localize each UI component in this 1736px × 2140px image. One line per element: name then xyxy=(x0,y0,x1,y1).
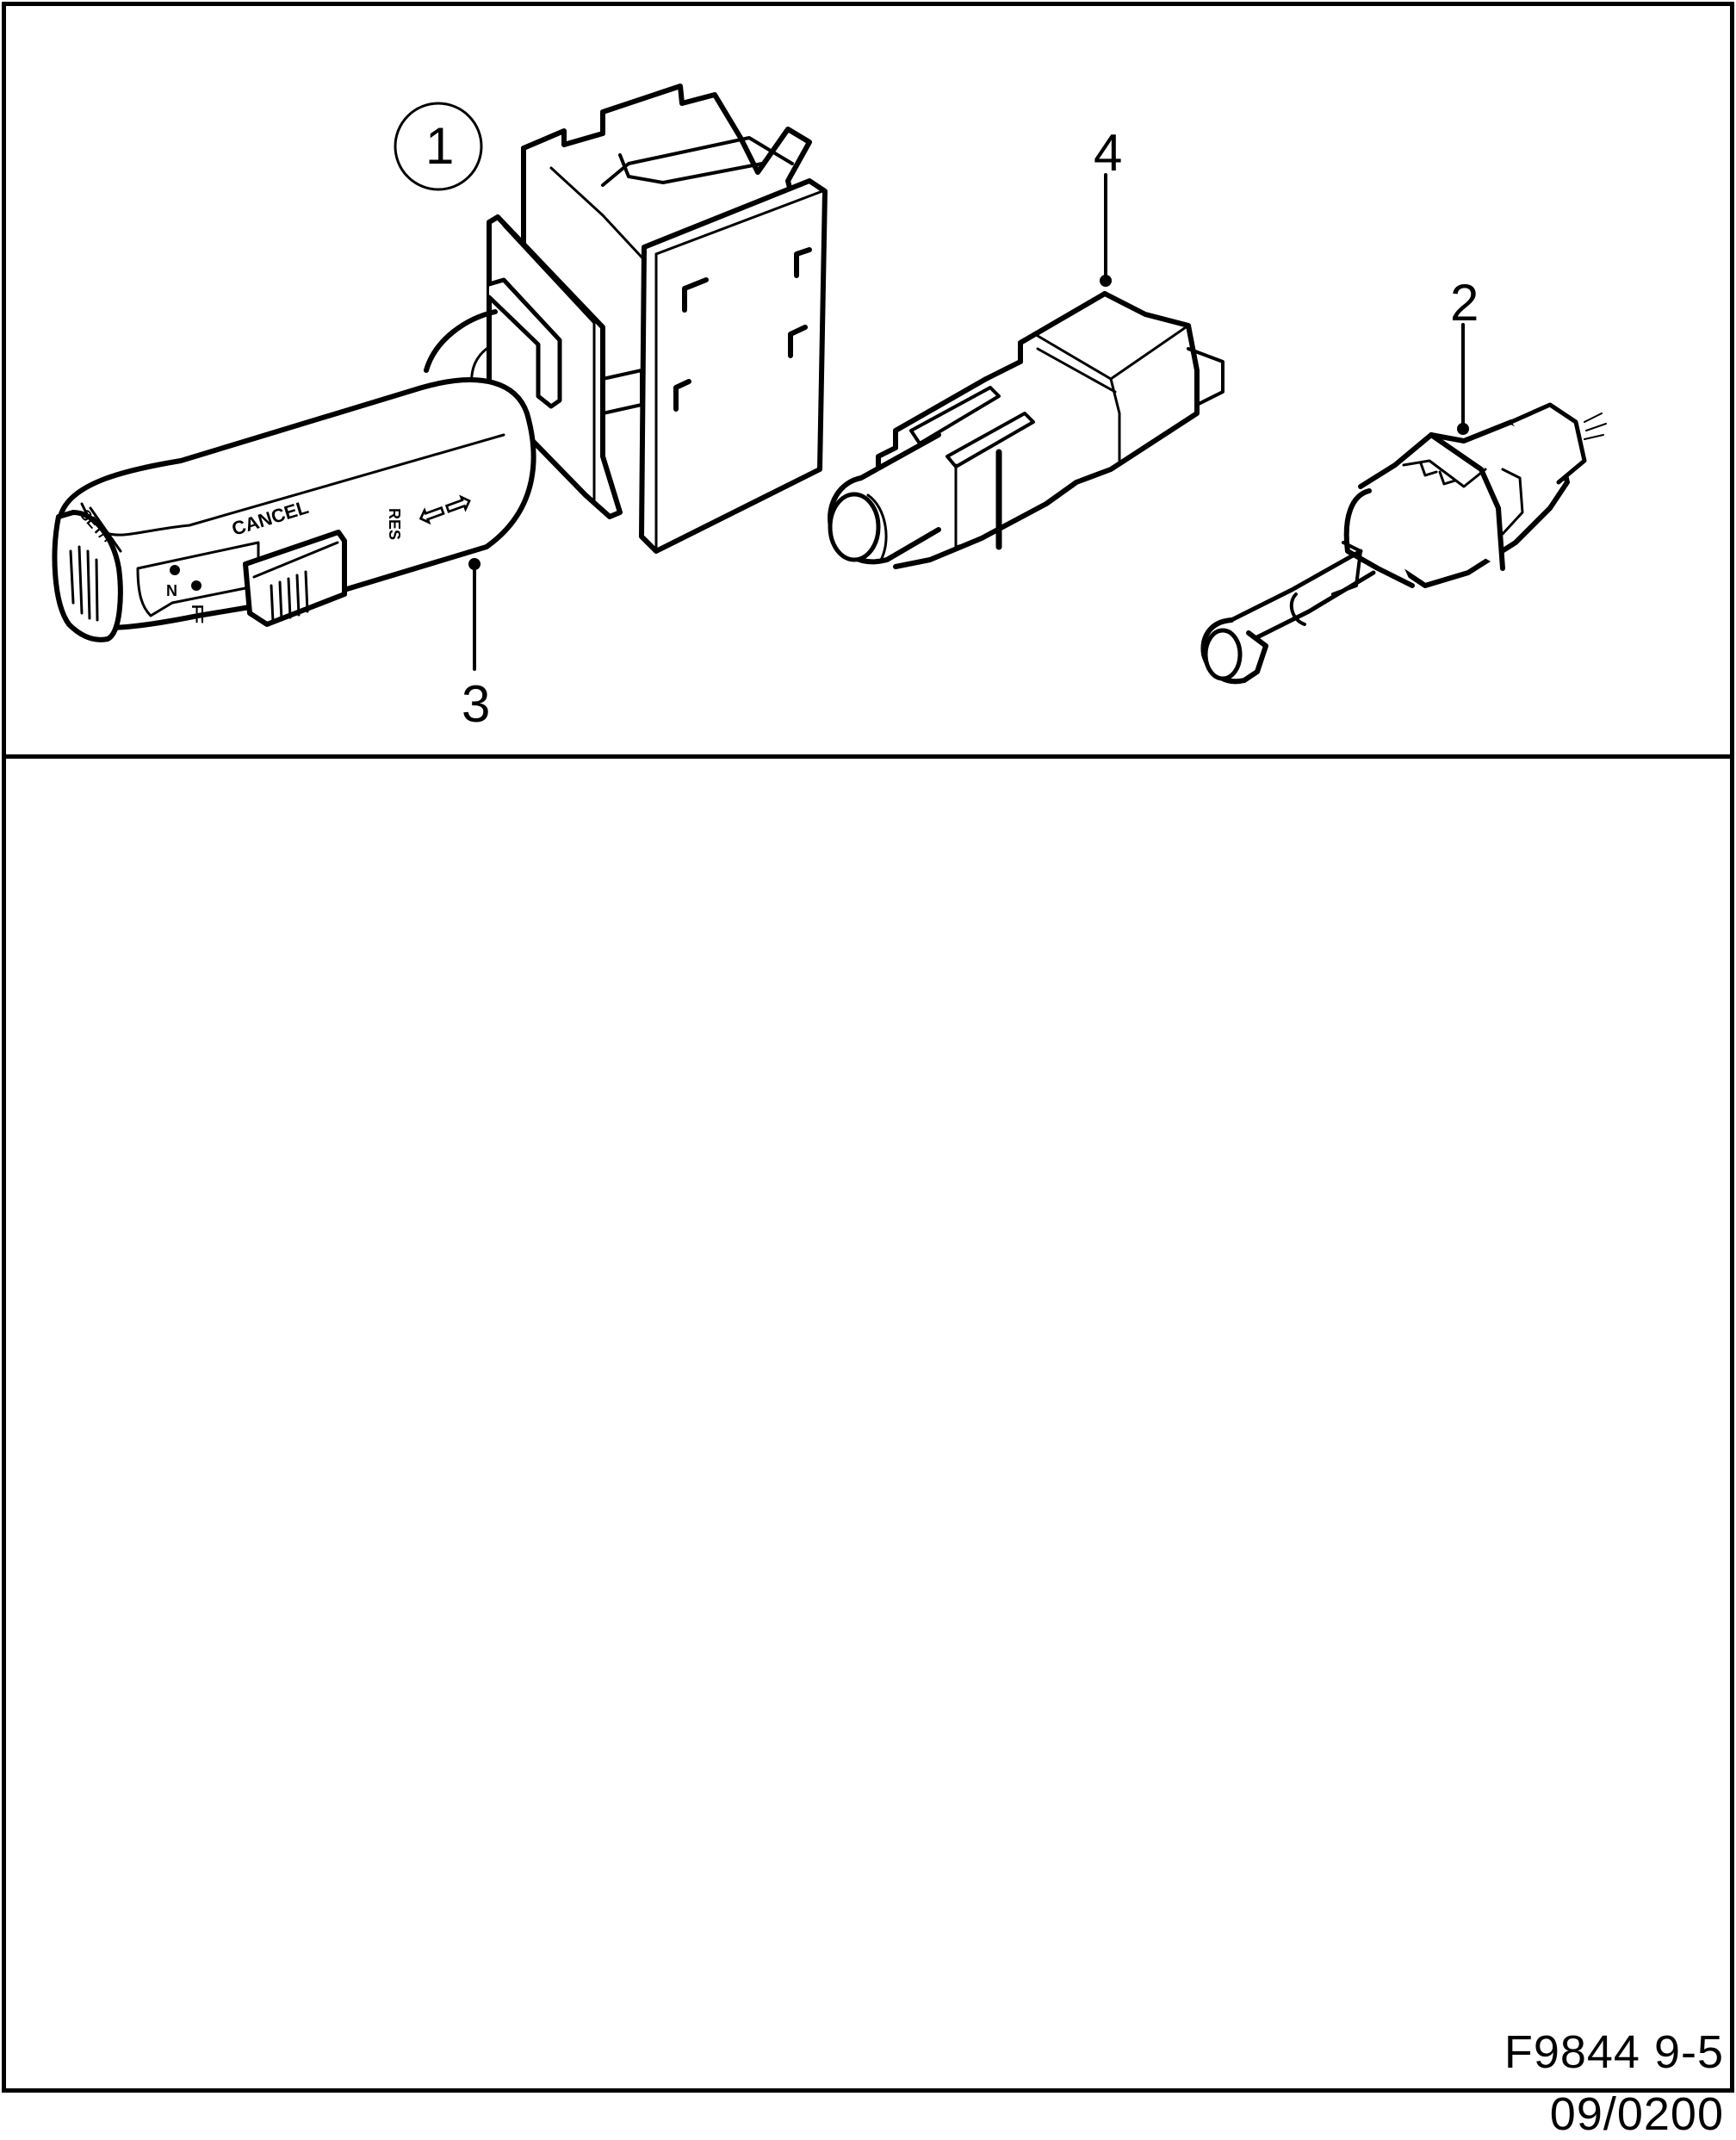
cruise-stalk: SET/+ CANCEL N FF RES ⇦⇨ xyxy=(52,309,536,671)
panel-divider xyxy=(2,754,1734,759)
switch-housing xyxy=(487,84,828,554)
parts-illustration: SET/+ CANCEL N FF RES ⇦⇨ xyxy=(52,84,1607,685)
stalk-res-label: RES xyxy=(386,508,403,540)
stalk-off-label: FF xyxy=(189,605,206,623)
figure-frame xyxy=(2,2,1734,2093)
stalk-on-label: N xyxy=(166,582,177,599)
brake-switch xyxy=(828,173,1224,569)
callout-4: 4 xyxy=(1094,124,1123,182)
clutch-switch xyxy=(1200,323,1607,685)
empty-lower-panel xyxy=(6,759,1730,2084)
figure-reference-code: F9844 9-5 xyxy=(1504,2026,1724,2078)
callout-3: 3 xyxy=(462,675,491,733)
figure-date-code: 09/0200 xyxy=(1549,2088,1724,2140)
callout-2: 2 xyxy=(1450,274,1479,332)
callout-circle-1 xyxy=(394,102,483,191)
callout-1: 1 xyxy=(425,117,455,175)
